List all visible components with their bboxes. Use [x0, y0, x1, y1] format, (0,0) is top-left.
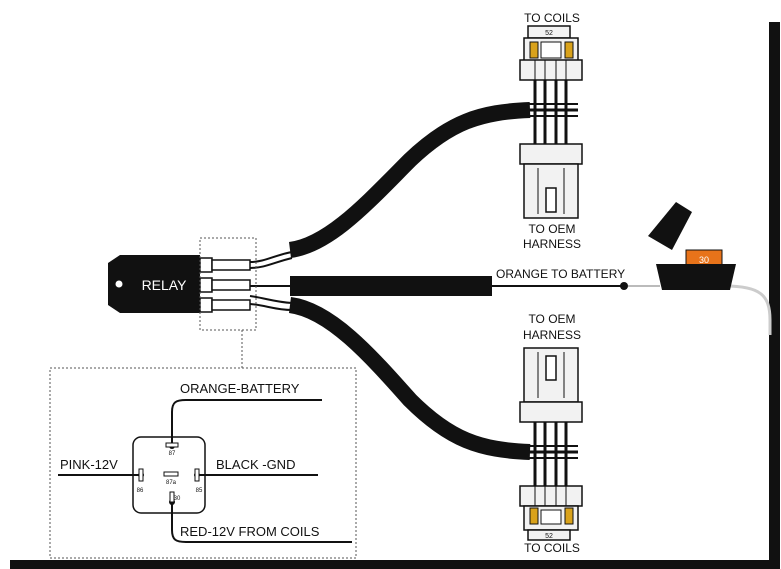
pin30-number: 30 [174, 496, 181, 502]
pink-12v-label: PINK-12V [60, 457, 118, 472]
top-wire-bundle [533, 78, 568, 145]
top-oem-label-line1: TO OEM [528, 222, 575, 236]
relay-body: RELAY [108, 255, 200, 313]
black-gnd-label: BLACK -GND [216, 457, 295, 472]
pin87a-number: 87a [166, 480, 177, 486]
battery-lead-label: ORANGE TO BATTERY [496, 267, 625, 281]
pin86-number: 86 [137, 488, 144, 494]
top-oem-label-line2: HARNESS [523, 237, 581, 251]
bottom-oem-connector [519, 347, 583, 423]
fuse-value: 30 [699, 255, 709, 265]
bottom-coil-pin-mark: 52 [545, 533, 553, 540]
fuse-holder-icon: 30 [648, 202, 736, 290]
relay-terminal-connectors [199, 257, 251, 313]
bottom-coil-connector: 52 [519, 485, 583, 541]
bottom-oem-label-line2: HARNESS [523, 328, 581, 342]
top-coil-connector: 52 [519, 25, 583, 81]
schematic-callout-lines [49, 237, 357, 559]
battery-cable [290, 276, 772, 335]
top-coil-connector-label: TO COILS [524, 11, 580, 25]
orange-battery-label: ORANGE-BATTERY [180, 381, 300, 396]
relay-schematic: 87 86 85 87a 30 [58, 399, 352, 543]
red-12v-from-coils-label: RED-12V FROM COILS [180, 524, 320, 539]
bottom-coil-connector-label: TO COILS [524, 541, 580, 555]
pin85-number: 85 [196, 488, 203, 494]
pin87-number: 87 [169, 451, 176, 457]
bottom-oem-label-line1: TO OEM [528, 312, 575, 326]
top-oem-connector [519, 143, 583, 219]
bottom-wire-bundle [533, 422, 568, 490]
relay-label: RELAY [142, 277, 188, 293]
relay-lead-wires [249, 251, 293, 311]
top-coil-pin-mark: 52 [545, 30, 553, 37]
